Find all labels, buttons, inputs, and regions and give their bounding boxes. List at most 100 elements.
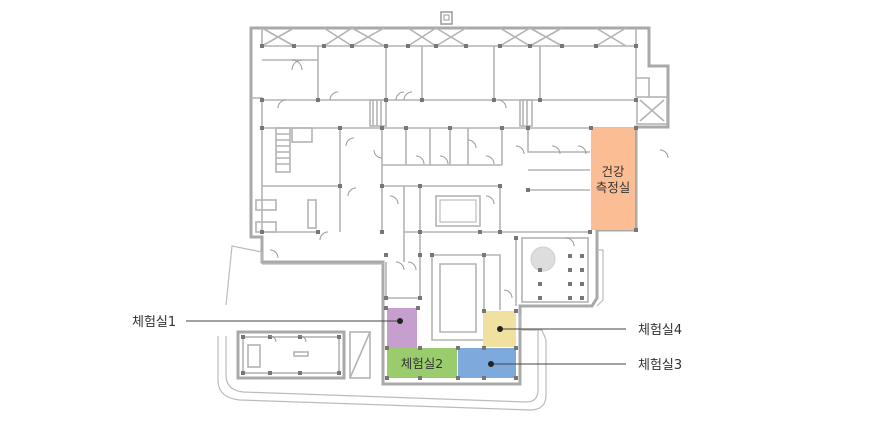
column-dot — [380, 184, 384, 188]
column-dot — [260, 126, 264, 130]
column-dot — [580, 254, 584, 258]
column-dot — [456, 346, 460, 350]
column-dot — [384, 253, 388, 257]
column-dot — [385, 376, 389, 380]
column-dot — [298, 335, 302, 339]
callout-experience-3: 체험실3 — [488, 358, 682, 373]
column-dot — [568, 254, 572, 258]
column-dot — [384, 98, 388, 102]
column-dot — [538, 296, 542, 300]
column-dot — [418, 184, 422, 188]
room-experience-3 — [458, 348, 516, 378]
room-health-label-line1: 건강 — [601, 164, 625, 179]
column-dot — [241, 335, 245, 339]
building-walls — [249, 26, 670, 386]
callout-label-exp3: 체험실3 — [638, 358, 682, 373]
column-dot — [420, 98, 424, 102]
column-dot — [298, 371, 302, 375]
column-dot — [385, 346, 389, 350]
column-dot — [482, 346, 486, 350]
room-exp2-label: 체험실2 — [401, 356, 443, 371]
column-dot — [634, 126, 638, 130]
column-dot — [260, 98, 264, 102]
column-dot — [338, 184, 342, 188]
column-dot — [337, 371, 341, 375]
column-dot — [418, 296, 422, 300]
column-dot — [492, 98, 496, 102]
column-dot — [418, 346, 422, 350]
column-dot — [482, 253, 486, 257]
column-dot — [478, 230, 482, 234]
column-dot — [350, 44, 354, 48]
callout-label-exp4: 체험실4 — [638, 323, 682, 338]
column-dot — [404, 126, 408, 130]
callout-experience-1: 체험실1 — [132, 315, 403, 330]
column-dot — [500, 126, 504, 130]
column-dot — [241, 371, 245, 375]
column-dot — [292, 44, 296, 48]
column-dot — [568, 268, 572, 272]
column-dot — [416, 306, 420, 310]
column-dot — [634, 98, 638, 102]
column-dot — [498, 230, 502, 234]
column-dot — [588, 230, 592, 234]
column-dot — [434, 44, 438, 48]
room-health-label-line2: 측정실 — [596, 180, 631, 195]
door-swings — [269, 59, 669, 343]
column-dot — [514, 346, 518, 350]
column-dot — [498, 184, 502, 188]
column-dot — [380, 126, 384, 130]
column-dot — [634, 228, 638, 232]
room-experience-1 — [387, 308, 417, 348]
site-outline — [217, 245, 604, 411]
annex-building — [236, 330, 371, 380]
column-dot — [464, 44, 468, 48]
column-dot — [594, 44, 598, 48]
column-dot — [430, 253, 434, 257]
column-dot — [526, 126, 530, 130]
column-dot — [384, 44, 388, 48]
column-dot — [526, 188, 530, 192]
column-dot — [406, 44, 410, 48]
column-dot — [580, 296, 584, 300]
column-dot — [580, 268, 584, 272]
column-dot — [448, 126, 452, 130]
column-dot — [268, 371, 272, 375]
column-dot — [538, 98, 542, 102]
top-marker — [440, 11, 453, 25]
column-dot — [568, 296, 572, 300]
column-dot — [268, 335, 272, 339]
column-dot — [538, 268, 542, 272]
column-dot — [456, 376, 460, 380]
column-dot — [514, 236, 518, 240]
column-dot — [418, 253, 422, 257]
column-dot — [528, 44, 532, 48]
column-dot — [380, 230, 384, 234]
column-dot — [384, 296, 388, 300]
column-dot — [482, 376, 486, 380]
column-dot — [338, 126, 342, 130]
column-dot — [316, 230, 320, 234]
room-experience-2 — [387, 348, 457, 378]
column-dot — [634, 44, 638, 48]
column-dot — [482, 309, 486, 313]
room-health-check — [591, 128, 635, 230]
column-dot — [560, 44, 564, 48]
column-markers — [241, 44, 638, 380]
column-dot — [418, 376, 422, 380]
callout-label-exp1: 체험실1 — [132, 315, 176, 330]
callout-experience-4: 체험실4 — [497, 323, 682, 338]
column-dot — [384, 306, 388, 310]
column-dot — [418, 230, 422, 234]
column-dot — [260, 230, 264, 234]
column-dot — [322, 44, 326, 48]
column-dot — [538, 282, 542, 286]
column-dot — [589, 126, 593, 130]
column-dot — [498, 44, 502, 48]
column-dot — [260, 44, 264, 48]
column-dot — [514, 376, 518, 380]
column-dot — [514, 309, 518, 313]
column-dot — [568, 282, 572, 286]
column-dot — [316, 98, 320, 102]
